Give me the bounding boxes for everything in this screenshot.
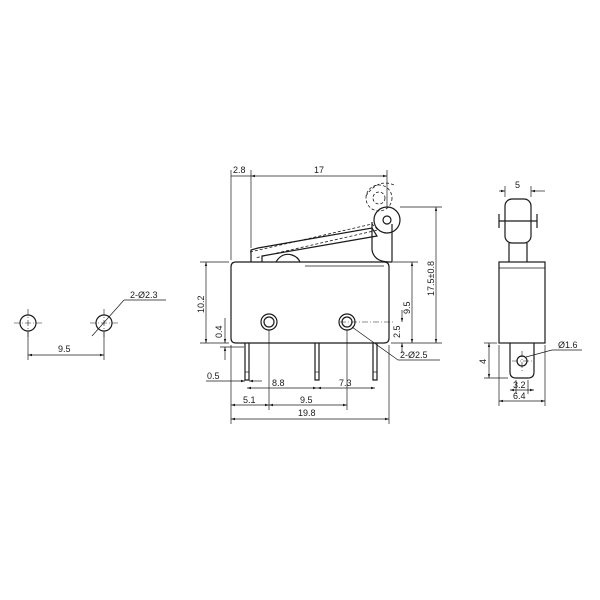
hole-diameter-label: 2-Ø2.3	[130, 290, 158, 300]
dim-pitch-1: 8.8	[272, 378, 285, 388]
terminal-middle	[314, 343, 320, 381]
plunger	[275, 253, 301, 263]
lever-actuated	[249, 223, 379, 259]
lever-arm	[250, 227, 378, 262]
dim-terminal-width: 3.2	[513, 380, 526, 390]
lever-bracket	[371, 222, 393, 263]
side-terminal	[509, 343, 535, 379]
dim-body-length: 19.8	[298, 408, 316, 418]
terminal-right	[372, 343, 378, 381]
dim-hole-height: 9.5	[402, 301, 412, 314]
dim-terminal-hole: Ø1.6	[558, 340, 578, 350]
dim-mount-holes: 2-Ø2.5	[400, 350, 428, 360]
dim-edge-to-hole: 5.1	[243, 395, 256, 405]
hole-pattern-view: 2-Ø2.3 9.5	[14, 290, 166, 360]
hole-spacing-label: 9.5	[58, 344, 71, 354]
dim-hole-to-bottom: 2.5	[392, 325, 402, 338]
side-body	[498, 261, 546, 344]
terminal-left	[244, 343, 250, 381]
side-view: 5 4 Ø1.6 3.2 6.4	[478, 180, 582, 406]
roller-actuated	[365, 184, 393, 212]
roller-axle	[382, 215, 392, 225]
dim-body-width: 6.4	[513, 391, 526, 401]
dim-overall-height: 17.5±0.8	[426, 261, 436, 296]
body-hole-left	[260, 313, 278, 331]
dim-terminal-height: 4	[478, 359, 488, 364]
dim-roller-width: 5	[515, 180, 520, 190]
roller	[373, 206, 401, 234]
dim-body-height: 10.2	[196, 295, 206, 313]
front-view: 2.8 17 10.2 0.4 0.5 8.8 7.3 5.1 9.5 19.8	[196, 165, 442, 424]
dim-hole-spacing: 9.5	[300, 395, 313, 405]
dim-actuator-offset: 2.8	[233, 165, 246, 175]
dim-terminal-thickness: 0.5	[207, 371, 220, 381]
dim-lever-length: 17	[314, 165, 324, 175]
dim-terminal-gap: 0.4	[214, 325, 224, 338]
dim-pitch-2: 7.3	[339, 378, 352, 388]
switch-body	[230, 261, 390, 344]
